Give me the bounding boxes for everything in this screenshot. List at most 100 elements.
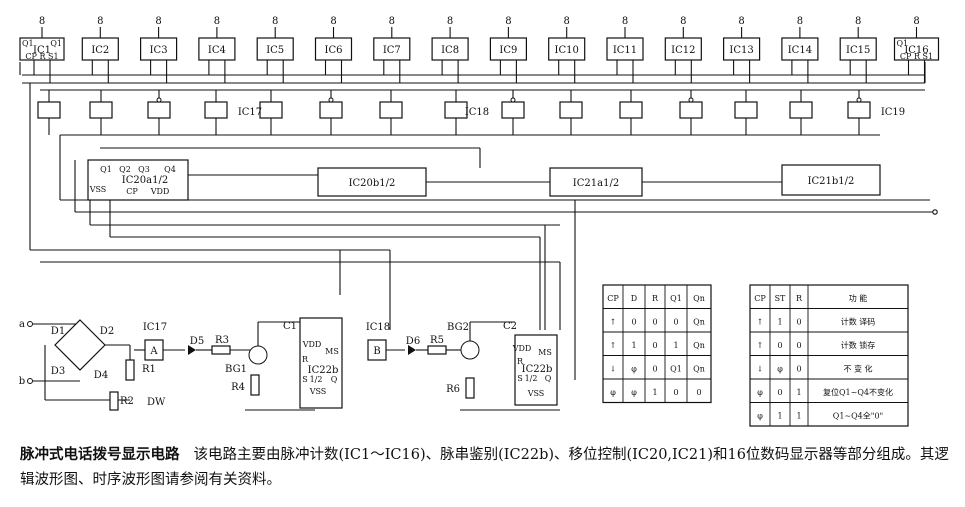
pin-label: Q: [545, 374, 552, 383]
table-cell: Qn: [693, 364, 705, 373]
counter-ic2: [81, 37, 119, 61]
resistor-r3: [211, 345, 231, 355]
table-cell: Q1: [670, 364, 682, 373]
terminal-a-label: a: [19, 319, 25, 330]
table-cell: 计数 锁存: [841, 340, 876, 350]
resistor-r6: [465, 377, 475, 399]
table-cell: 0: [796, 341, 801, 350]
seven-segment-display: 8: [330, 16, 336, 27]
pin-label: 1/2: [525, 374, 538, 383]
table-cell: 0: [796, 364, 801, 373]
counter-ic9: [489, 37, 527, 61]
inverter-bubble: [510, 97, 516, 103]
table-cell: φ: [610, 388, 616, 397]
resistor-label: R3: [215, 335, 229, 346]
seven-segment-display: 8: [155, 16, 161, 27]
cap-label: C2: [503, 321, 517, 332]
shift-chip-ic20b: [317, 167, 427, 197]
diode-d6-symbol: [408, 345, 416, 355]
pin-label: CP R S1: [25, 52, 58, 61]
counter-ic6: [314, 37, 353, 61]
logic-gate: [734, 101, 758, 119]
table-cell: 0: [796, 317, 801, 326]
transistor-label: BG1: [225, 364, 247, 375]
counter-label-ic14: IC14: [788, 45, 812, 56]
seven-segment-display: 8: [389, 16, 395, 27]
table-cell: 0: [777, 341, 782, 350]
logic-gate: [501, 101, 525, 119]
counter-label-ic7: IC7: [383, 45, 401, 56]
terminal-a: [27, 321, 33, 327]
resistor-r4: [250, 374, 260, 396]
pin-label: S: [517, 374, 522, 383]
table-cell: Qn: [693, 317, 705, 326]
pin-label: CP: [126, 187, 138, 196]
diode-label: D5: [190, 336, 204, 347]
table-cell: 0: [777, 388, 782, 397]
logic-gate: [559, 101, 583, 119]
seven-segment-display: 8: [738, 16, 744, 27]
caption-title: 脉冲式电话拨号显示电路: [20, 446, 180, 463]
counter-label-ic5: IC5: [266, 45, 284, 56]
counter-ic4: [198, 37, 236, 61]
terminal-b-label: b: [19, 376, 25, 387]
resistor-label: R2: [120, 396, 134, 407]
table-cell: 1: [796, 388, 801, 397]
table-cell: 1: [673, 341, 678, 350]
diode-label: D3: [51, 366, 65, 377]
counter-label-ic16: IC16: [904, 45, 928, 56]
table-cell: Qn: [693, 294, 705, 303]
counter-ic16: [893, 37, 940, 61]
pin-label: R: [517, 357, 524, 366]
table-cell: 0: [673, 388, 678, 397]
pin-label: S: [302, 375, 307, 384]
zener-label: DW: [147, 397, 166, 408]
lower-ic17-label: IC17: [143, 322, 167, 333]
counter-ic1: [19, 37, 65, 61]
caption-body: 该电路主要由脉冲计数(IC1～IC16)、脉串鉴别(IC22b)、移位控制(IC…: [20, 447, 949, 488]
pin-label: Q4: [164, 165, 176, 174]
pin-label: VDD: [512, 344, 532, 353]
shift-chip-ic21a: [549, 167, 643, 197]
table-cell: 复位Q1~Q4不变化: [823, 387, 893, 397]
logic-gate: [37, 101, 61, 119]
counter-ic13: [722, 37, 761, 61]
resistor-r1: [125, 359, 135, 381]
ic22b-left-label: IC22b: [308, 365, 339, 376]
table-cell: R: [652, 294, 659, 303]
table-cell: 不 变 化: [843, 363, 872, 373]
table-cell: ↓: [757, 364, 764, 373]
table-cell: φ: [757, 411, 763, 420]
seven-segment-display: 8: [680, 16, 686, 27]
diode-label: D4: [94, 370, 108, 381]
shift-chip-ic20a: [87, 159, 189, 201]
logic-gate: [147, 101, 171, 119]
table-cell: R: [796, 294, 803, 303]
table-cell: φ: [757, 388, 763, 397]
logic-gate: [204, 101, 228, 119]
diode-label: D1: [51, 326, 65, 337]
logic-gate: [319, 101, 343, 119]
table-cell: φ: [631, 364, 637, 373]
logic-gate: [89, 101, 113, 119]
counter-label-ic13: IC13: [729, 45, 753, 56]
logic-gate: [259, 101, 283, 119]
table-cell: ↓: [610, 364, 617, 373]
table-cell: 1: [796, 411, 801, 420]
table-cell: 0: [652, 364, 657, 373]
counter-ic10: [548, 37, 586, 61]
logic-gate: [789, 101, 813, 119]
seven-segment-display: 8: [797, 16, 803, 27]
seven-segment-display: 8: [214, 16, 220, 27]
table-cell: 1: [777, 317, 782, 326]
seven-segment-display: 8: [272, 16, 278, 27]
diode-label: D2: [100, 326, 114, 337]
pin-label: CP R S1: [900, 52, 933, 61]
pin-label: Q: [331, 375, 338, 384]
pin-label: VSS: [309, 387, 327, 396]
bridge-rectifier: [54, 319, 106, 371]
table-cell: 计数 译码: [841, 316, 876, 326]
wiring: [19, 62, 938, 411]
shift-chip-ic21b: [781, 164, 881, 196]
